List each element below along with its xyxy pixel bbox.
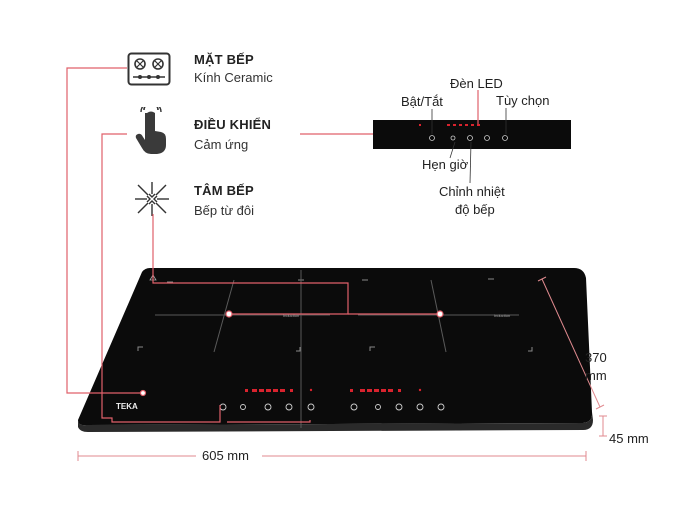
- zone-markers: [137, 278, 533, 352]
- label-options: Tùy chọn: [496, 93, 550, 108]
- feature-title-zone: TÂM BẾP: [194, 183, 254, 198]
- cooktop-glass: [78, 268, 593, 432]
- dimension-depth-unit: mm: [585, 368, 607, 383]
- feature-title-control: ĐIỀU KHIỂN: [194, 117, 272, 132]
- label-led: Đèn LED: [450, 76, 503, 91]
- touch-hand-icon: [135, 107, 166, 154]
- feature-subtitle-zone: Bếp từ đôi: [194, 203, 255, 218]
- dimension-width: 605 mm: [202, 448, 249, 463]
- control-panel-detail: [373, 120, 571, 149]
- right-control-strip: [350, 388, 445, 411]
- label-timer: Hẹn giờ: [422, 157, 469, 172]
- label-heat-line2: độ bếp: [455, 202, 495, 217]
- feature-surface: [127, 52, 171, 86]
- brand-logo: TEKA: [116, 402, 138, 411]
- hob-surface-icon: [127, 52, 171, 86]
- label-power: Bật/Tắt: [401, 94, 443, 109]
- dimension-depth-value: 370: [585, 350, 607, 365]
- feature-subtitle-surface: Kính Ceramic: [194, 70, 273, 85]
- feature-title-surface: MẶT BẾP: [194, 52, 254, 67]
- dimension-lines: [77, 276, 607, 461]
- feature-zone: [133, 180, 171, 218]
- label-heat-line1: Chỉnh nhiệt: [439, 184, 505, 199]
- dimension-height: 45 mm: [609, 431, 649, 446]
- zone-label-right: Induction: [494, 313, 510, 318]
- leader-lines: [66, 67, 479, 423]
- feature-subtitle-control: Cảm ứng: [194, 137, 249, 152]
- zone-label-left: Induction: [283, 313, 299, 318]
- left-control-strip: [219, 388, 315, 411]
- induction-burst-icon: [135, 182, 169, 216]
- feature-control: [131, 107, 171, 157]
